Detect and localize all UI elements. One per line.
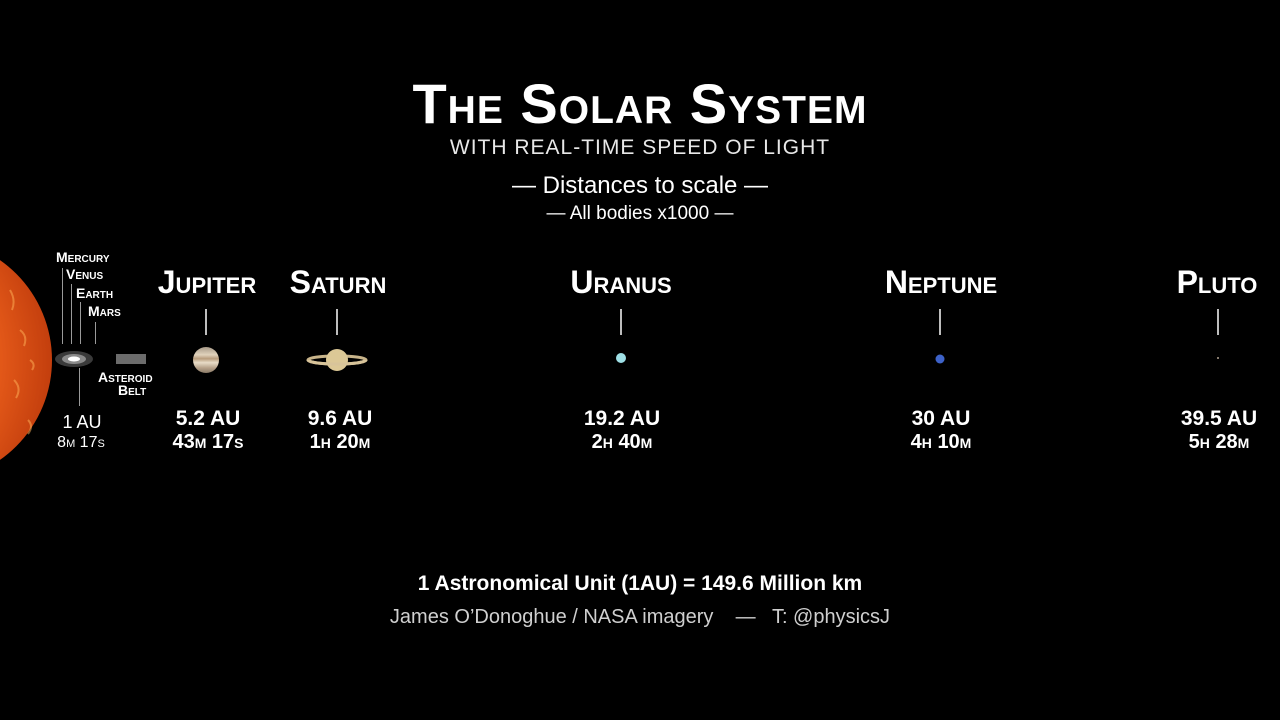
bodies-note: — All bodies x1000 —	[546, 203, 734, 224]
earth-time: 8m 17s	[57, 434, 105, 451]
earth-distance-tick	[79, 368, 80, 406]
pluto-name: Pluto	[1176, 264, 1258, 300]
uranus-time: 2h 40m	[591, 431, 653, 453]
jupiter-distance: 5.2 AU	[175, 407, 241, 430]
inner-planets-orbit	[55, 351, 93, 367]
saturn-name: Saturn	[289, 264, 387, 300]
page-subtitle: WITH REAL-TIME SPEED OF LIGHT	[449, 136, 831, 159]
neptune-name: Neptune	[884, 264, 998, 300]
saturn-icon	[306, 349, 368, 371]
pluto-tick	[1217, 309, 1219, 335]
mercury-label: Mercury	[56, 249, 110, 265]
jupiter-time: 43m 17s	[172, 431, 244, 453]
asteroid-belt	[116, 354, 146, 364]
mercury-tick	[62, 268, 63, 344]
uranus-name: Uranus	[570, 264, 672, 300]
page-title: The Solar System	[412, 72, 868, 135]
earth-distance: 1 AU	[62, 412, 102, 432]
au-definition: 1 Astronomical Unit (1AU) = 149.6 Millio…	[417, 572, 863, 595]
jupiter-icon	[193, 347, 219, 373]
jupiter-tick	[205, 309, 207, 335]
sun	[0, 260, 52, 460]
saturn-distance: 9.6 AU	[307, 407, 373, 430]
venus-label: Venus	[66, 266, 104, 282]
mars-label: Mars	[88, 303, 121, 319]
earth-tick	[80, 302, 81, 344]
uranus-distance: 19.2 AU	[583, 407, 661, 430]
uranus-tick	[620, 309, 622, 335]
neptune-icon	[935, 354, 945, 364]
scale-note: — Distances to scale —	[511, 172, 769, 199]
uranus-icon	[616, 353, 626, 363]
neptune-distance: 30 AU	[911, 407, 971, 430]
pluto-time: 5h 28m	[1188, 431, 1250, 453]
pluto-distance: 39.5 AU	[1180, 407, 1258, 430]
neptune-time: 4h 10m	[910, 431, 972, 453]
pluto-icon	[1217, 357, 1219, 359]
jupiter-name: Jupiter	[157, 264, 257, 300]
neptune-tick	[939, 309, 941, 335]
mars-tick	[95, 322, 96, 344]
saturn-tick	[336, 309, 338, 335]
asteroid-belt-label-1: Asteroid	[98, 369, 153, 385]
credit-line: James O’Donoghue / NASA imagery — T: @ph…	[389, 606, 891, 628]
earth-label: Earth	[76, 285, 114, 301]
venus-tick	[71, 284, 72, 344]
saturn-time: 1h 20m	[309, 431, 371, 453]
asteroid-belt-label-2: Belt	[118, 382, 147, 398]
